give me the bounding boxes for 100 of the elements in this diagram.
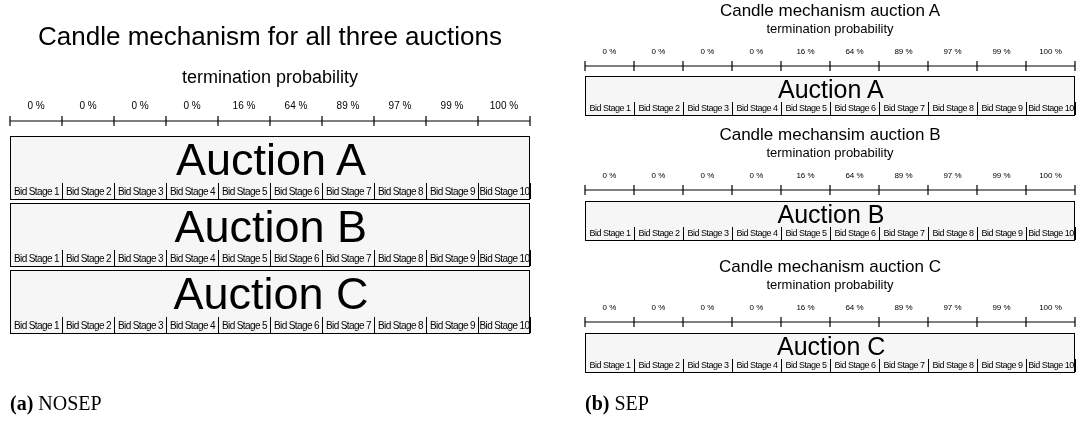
stage-cell: Bid Stage 4 <box>733 359 782 372</box>
probability-label: 89 % <box>893 304 914 313</box>
stage-cell: Bid Stage 3 <box>684 227 733 240</box>
probability-label: 0 % <box>26 100 46 111</box>
probability-label: 100 % <box>488 100 520 111</box>
probability-label: 0 % <box>182 100 202 111</box>
stage-cell: Bid Stage 4 <box>733 102 782 115</box>
auction-name: Auction C <box>777 334 886 359</box>
stage-cell: Bid Stage 8 <box>929 359 978 372</box>
stage-cell: Bid Stage 3 <box>115 250 167 266</box>
stage-cell: Bid Stage 10 <box>1027 227 1076 240</box>
stage-cell: Bid Stage 6 <box>271 250 323 266</box>
auction-row <box>585 76 1075 116</box>
stage-cell: Bid Stage 1 <box>11 250 63 266</box>
stage-cell: Bid Stage 10 <box>1027 102 1076 115</box>
stage-cell: Bid Stage 1 <box>586 227 635 240</box>
stage-cell: Bid Stage 6 <box>831 227 880 240</box>
stage-cell: Bid Stage 5 <box>219 317 271 333</box>
probability-label: 89 % <box>893 48 914 57</box>
stage-cell: Bid Stage 6 <box>271 183 323 199</box>
probability-label: 99 % <box>439 100 465 111</box>
chart-title: Candle mechanism auction C <box>717 258 943 277</box>
stage-cell: Bid Stage 4 <box>733 227 782 240</box>
probability-label: 0 % <box>130 100 150 111</box>
stage-cell: Bid Stage 6 <box>831 102 880 115</box>
probability-label: 16 % <box>795 48 816 57</box>
stage-cell: Bid Stage 8 <box>375 183 427 199</box>
probability-label: 0 % <box>699 304 716 313</box>
probability-label: 97 % <box>942 304 963 313</box>
probability-label: 99 % <box>991 172 1012 181</box>
probability-label: 0 % <box>748 172 765 181</box>
probability-label: 100 % <box>1038 304 1063 313</box>
probability-label: 99 % <box>991 304 1012 313</box>
stage-cell: Bid Stage 9 <box>978 227 1027 240</box>
stage-cell: Bid Stage 7 <box>880 102 929 115</box>
stage-cell: Bid Stage 10 <box>1027 359 1076 372</box>
chart-title: Candle mechansim auction B <box>718 126 942 145</box>
stage-cell: Bid Stage 9 <box>978 359 1027 372</box>
probability-label: 0 % <box>78 100 98 111</box>
stage-cell: Bid Stage 1 <box>11 317 63 333</box>
stage-cell: Bid Stage 3 <box>115 317 167 333</box>
stage-cell: Bid Stage 8 <box>375 250 427 266</box>
probability-label: 64 % <box>844 48 865 57</box>
probability-label: 0 % <box>601 48 618 57</box>
stage-cell: Bid Stage 4 <box>167 183 219 199</box>
stage-cell: Bid Stage 7 <box>323 317 375 333</box>
stage-cell: Bid Stage 8 <box>929 102 978 115</box>
probability-label: 97 % <box>387 100 413 111</box>
stage-cell: Bid Stage 7 <box>323 183 375 199</box>
auction-name: Auction A <box>176 137 367 182</box>
axis-title: termination probability <box>180 68 360 88</box>
stage-cell: Bid Stage 9 <box>427 317 479 333</box>
figure-caption: (b) SEP <box>585 392 649 415</box>
probability-label: 100 % <box>1038 48 1063 57</box>
probability-label: 0 % <box>748 304 765 313</box>
probability-label: 100 % <box>1038 172 1063 181</box>
chart-title: Candle mechanism for all three auctions <box>37 22 503 51</box>
stage-cell: Bid Stage 2 <box>63 317 115 333</box>
probability-label: 0 % <box>601 304 618 313</box>
probability-label: 0 % <box>601 172 618 181</box>
probability-label: 97 % <box>942 48 963 57</box>
probability-label: 0 % <box>699 172 716 181</box>
probability-label: 89 % <box>335 100 361 111</box>
probability-label: 0 % <box>650 172 667 181</box>
stage-cell: Bid Stage 7 <box>323 250 375 266</box>
auction-name: Auction C <box>173 271 369 316</box>
auction-row <box>10 203 530 267</box>
stage-cell: Bid Stage 8 <box>375 317 427 333</box>
auction-name: Auction B <box>777 202 885 227</box>
stage-cell: Bid Stage 9 <box>427 250 479 266</box>
stage-cell: Bid Stage 1 <box>11 183 63 199</box>
probability-label: 89 % <box>893 172 914 181</box>
probability-label: 16 % <box>795 172 816 181</box>
stage-cell: Bid Stage 9 <box>427 183 479 199</box>
stage-cell: Bid Stage 2 <box>635 227 684 240</box>
stage-cell: Bid Stage 3 <box>684 102 733 115</box>
auction-row <box>10 136 530 200</box>
stage-cell: Bid Stage 1 <box>586 359 635 372</box>
probability-label: 64 % <box>283 100 309 111</box>
stage-cell: Bid Stage 4 <box>167 250 219 266</box>
probability-label: 0 % <box>650 304 667 313</box>
probability-label: 0 % <box>699 48 716 57</box>
stage-cell: Bid Stage 3 <box>684 359 733 372</box>
stage-cell: Bid Stage 7 <box>880 227 929 240</box>
stage-cell: Bid Stage 1 <box>586 102 635 115</box>
probability-label: 16 % <box>231 100 257 111</box>
auction-row <box>585 201 1075 241</box>
probability-label: 0 % <box>650 48 667 57</box>
auction-row <box>10 270 530 334</box>
probability-label: 97 % <box>942 172 963 181</box>
axis-title: termination probability <box>765 146 895 161</box>
stage-cell: Bid Stage 2 <box>635 102 684 115</box>
probability-label: 16 % <box>795 304 816 313</box>
stage-cell: Bid Stage 7 <box>880 359 929 372</box>
probability-label: 64 % <box>844 304 865 313</box>
stage-cell: Bid Stage 5 <box>782 359 831 372</box>
chart-title: Candle mechanism auction A <box>718 2 942 21</box>
stage-cell: Bid Stage 6 <box>831 359 880 372</box>
auction-name: Auction B <box>174 204 368 249</box>
stage-cell: Bid Stage 5 <box>219 183 271 199</box>
